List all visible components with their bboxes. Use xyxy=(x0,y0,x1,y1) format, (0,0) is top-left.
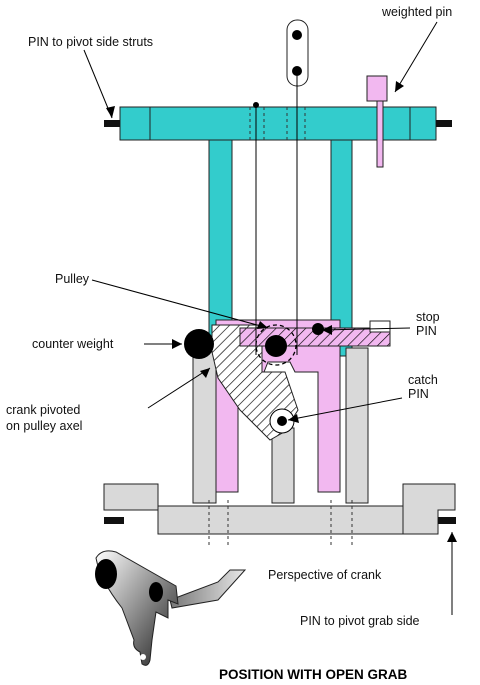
label-stop-pin-1: stop xyxy=(416,310,440,324)
label-weighted-pin: weighted pin xyxy=(381,5,452,19)
counter-weight xyxy=(184,329,214,359)
label-pulley: Pulley xyxy=(55,272,90,286)
pin-stub-base-right xyxy=(438,517,456,524)
pin-stub-left xyxy=(104,120,120,127)
label-crank-pivoted-2: on pulley axel xyxy=(6,419,82,433)
label-pin-side-struts: PIN to pivot side struts xyxy=(28,35,153,49)
catch-pin xyxy=(277,416,287,426)
pulley-axle xyxy=(265,335,287,357)
top-cyan-bar xyxy=(119,106,437,141)
pin-stub-right xyxy=(436,120,452,127)
center-gray-post xyxy=(271,427,295,504)
label-crank-pivoted-1: crank pivoted xyxy=(6,403,80,417)
label-catch-pin-2: PIN xyxy=(408,387,429,401)
weighted-pin-weight xyxy=(366,75,388,102)
weighted-pin-rod xyxy=(376,100,384,168)
right-gray-post xyxy=(345,347,369,504)
pin-stub-base-left xyxy=(104,517,124,524)
label-stop-pin-2: PIN xyxy=(416,324,437,338)
top-link-hole-lower xyxy=(292,66,302,76)
stop-pin xyxy=(312,323,324,335)
label-catch-pin-1: catch xyxy=(408,373,438,387)
label-pin-grab-side: PIN to pivot grab side xyxy=(300,614,420,628)
label-perspective: Perspective of crank xyxy=(268,568,382,582)
cord-knot xyxy=(253,102,259,108)
stop-pin-block xyxy=(369,320,391,333)
top-link-hole-upper xyxy=(292,30,302,40)
diagram-caption: POSITION WITH OPEN GRAB xyxy=(219,667,408,682)
pulley-outline xyxy=(255,324,297,366)
label-counter-weight: counter weight xyxy=(32,337,114,351)
perspective-crank xyxy=(95,550,247,666)
